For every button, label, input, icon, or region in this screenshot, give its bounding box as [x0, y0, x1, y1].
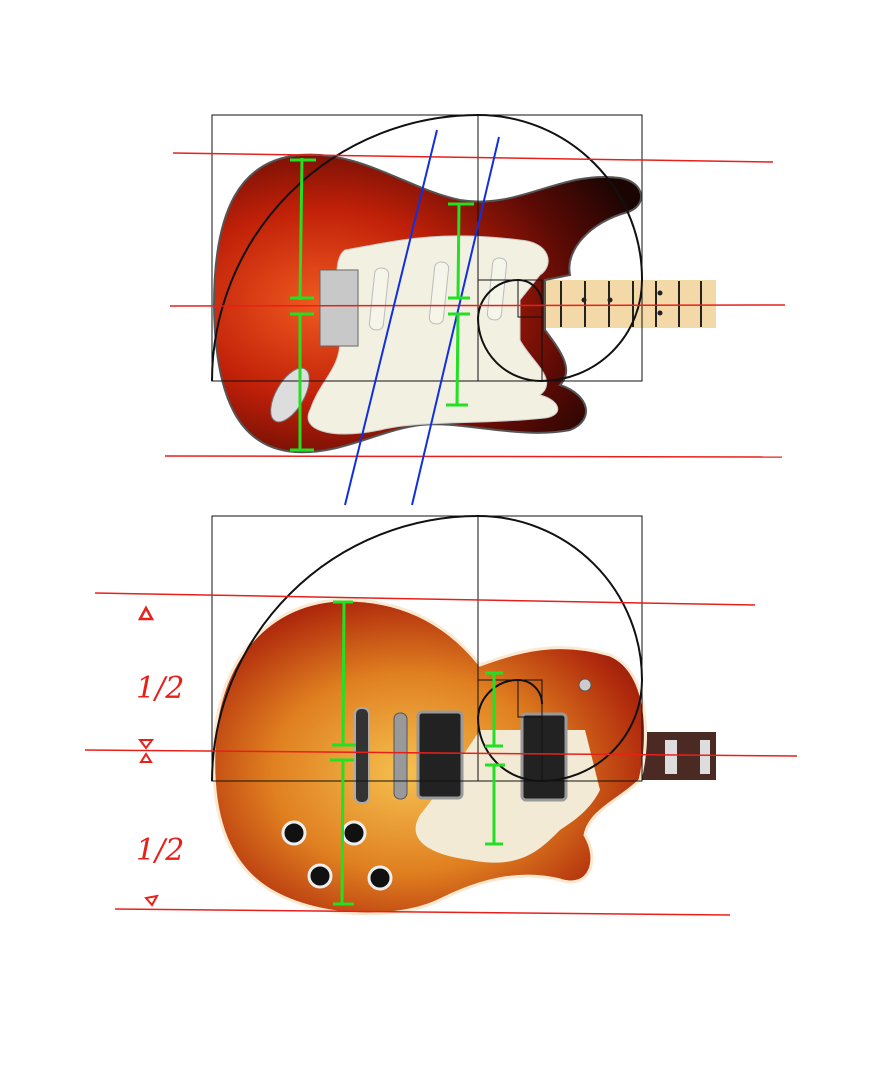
toggle-switch [578, 678, 592, 692]
red-guide-lines [84, 152, 798, 916]
neck-humbucker [416, 710, 464, 800]
tune-o-matic [393, 712, 408, 800]
arrow-down-marker [138, 739, 154, 750]
tailpiece [354, 707, 370, 804]
lower-half-label: 1/2 [136, 833, 184, 868]
tremolo-bridge [319, 269, 359, 347]
golden-spiral [211, 113, 644, 783]
blue-angle-lines [344, 129, 500, 506]
arrow-down-marker [144, 894, 159, 907]
stratocaster-guitar [212, 153, 716, 454]
arrow-up-marker [137, 605, 155, 621]
green-measure-lines [290, 157, 505, 906]
bridge-humbucker [520, 712, 568, 802]
arrow-up-marker [139, 752, 153, 763]
les-paul-guitar [212, 598, 716, 916]
half-annotations: 1/2 1/2 [136, 605, 184, 907]
upper-half-label: 1/2 [136, 671, 184, 706]
